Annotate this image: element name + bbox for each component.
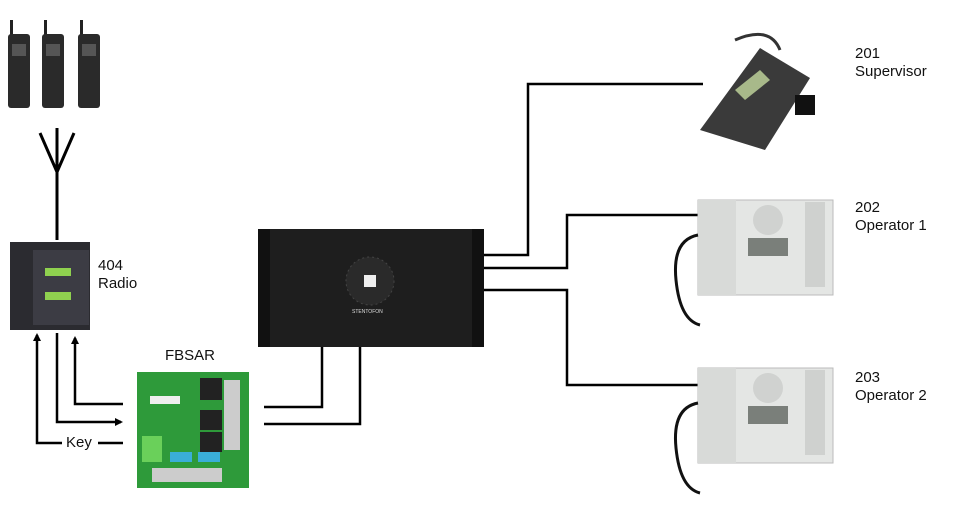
operator1-number: 202 xyxy=(855,199,881,216)
supervisor-number: 201 xyxy=(855,45,881,62)
operator1-station-icon xyxy=(673,199,834,327)
fbsar-exchange-lines xyxy=(264,347,362,426)
radio-number: 404 xyxy=(98,257,124,274)
operator1-name: Operator 1 xyxy=(855,217,927,234)
exchange-brand: STENTOFON xyxy=(352,309,383,315)
fbsar-board-icon xyxy=(137,372,249,488)
supervisor-desk-station-icon xyxy=(700,32,815,150)
operator2-station-icon xyxy=(673,367,834,495)
operator2-number: 203 xyxy=(855,369,881,386)
fbsar-label: FBSAR xyxy=(165,347,216,364)
handheld-radios-icon xyxy=(8,20,100,108)
supervisor-label: 201 Supervisor xyxy=(855,45,927,81)
operator2-label: 203 Operator 2 xyxy=(855,369,927,405)
base-radio-icon xyxy=(10,242,90,330)
supervisor-name: Supervisor xyxy=(855,63,927,80)
radio-fbsar-lines xyxy=(33,333,123,445)
key-label: Key xyxy=(66,434,92,451)
exchange-icon xyxy=(258,229,484,347)
radio-name: Radio xyxy=(98,275,138,292)
exchange-station-lines xyxy=(484,82,703,387)
operator1-label: 202 Operator 1 xyxy=(855,199,927,235)
antenna-icon xyxy=(38,128,76,240)
operator2-name: Operator 2 xyxy=(855,387,927,404)
radio-label: 404 Radio xyxy=(98,257,137,293)
